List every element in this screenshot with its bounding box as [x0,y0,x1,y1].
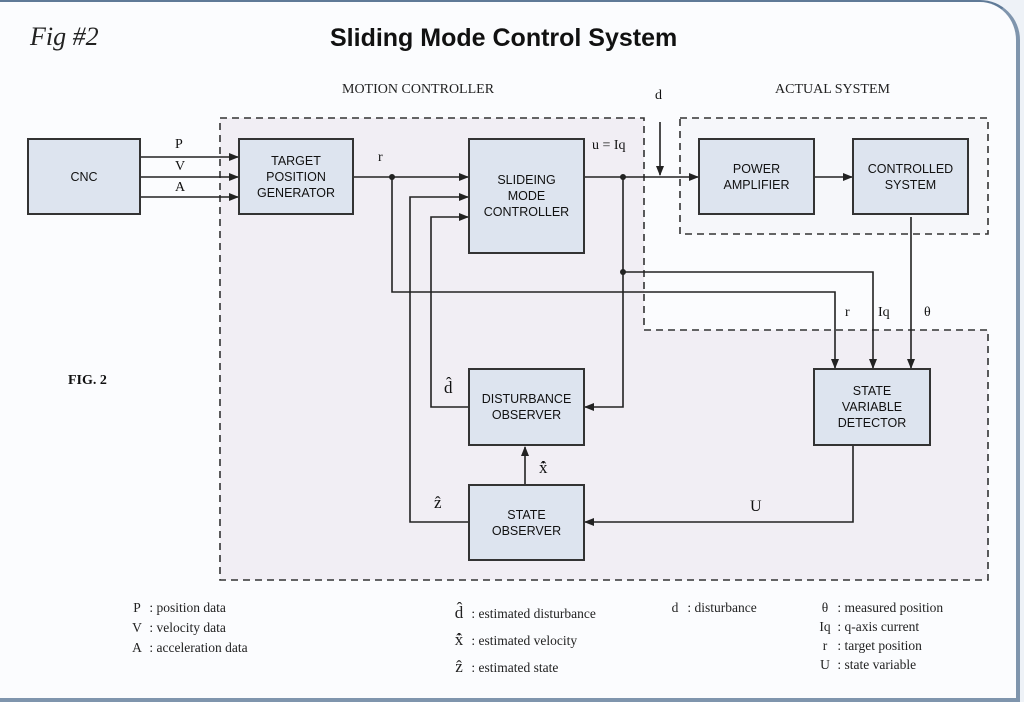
legend-item: V : velocity data [132,620,226,635]
legend-item: A : acceleration data [132,640,248,655]
signal-iq-label: Iq [878,305,890,320]
legend-column-1: P : position data V : velocity data A : … [128,598,248,658]
target-position-generator-block: TARGET POSITION GENERATOR [238,138,354,215]
signal-d-label: d [655,88,662,103]
state-observer-block: STATE OBSERVER [468,484,585,561]
disturbance-observer-block: DISTURBANCE OBSERVER [468,368,585,446]
sliding-mode-controller-block: SLIDEING MODE CONTROLLER [468,138,585,254]
signal-x-hat-dot-label: x̂̇ [539,458,548,477]
legend-item: Iq : q-axis current [819,619,920,634]
legend-item: P : position data [133,600,226,615]
motion-controller-label: MOTION CONTROLLER [342,82,495,97]
legend-item: r : target position [822,638,922,653]
signal-r-label: r [378,150,383,165]
diagram-title: Sliding Mode Control System [330,24,678,52]
signal-r-detector-label: r [845,305,850,320]
motion-controller-region [219,117,989,581]
legend-item: d : disturbance [671,600,757,615]
legend-column-2: d̂ : estimated disturbance x̂̇ : estimat… [450,600,596,681]
signal-z-hat-label: ẑ [434,493,442,512]
legend-item: x̂̇ : estimated velocity [454,630,578,649]
actual-system-label: ACTUAL SYSTEM [775,82,890,97]
fig-2-label: FIG. 2 [68,373,107,388]
signal-a-label: A [175,180,186,195]
legend-item: θ : measured position [821,600,944,615]
signal-v-label: V [175,159,186,174]
cnc-block: CNC [27,138,141,215]
signal-u-iq-label: u = Iq [592,138,626,153]
signal-u-state-label: U [750,498,762,515]
signal-d-hat-label: d̂ [444,378,453,397]
controlled-system-block: CONTROLLED SYSTEM [852,138,969,215]
power-amplifier-block: POWER AMPLIFIER [698,138,815,215]
legend-item: ẑ : estimated state [455,657,559,676]
legend-item: U : state variable [820,657,917,672]
signal-p-label: P [175,137,183,152]
figure-tag: Fig #2 [30,22,99,51]
signal-theta-label: θ [924,305,931,320]
state-variable-detector-block: STATE VARIABLE DETECTOR [813,368,931,446]
legend-column-3: d : disturbance [666,598,757,618]
legend-item: d̂ : estimated disturbance [454,603,596,622]
legend-column-4: θ : measured position Iq : q-axis curren… [816,598,943,674]
